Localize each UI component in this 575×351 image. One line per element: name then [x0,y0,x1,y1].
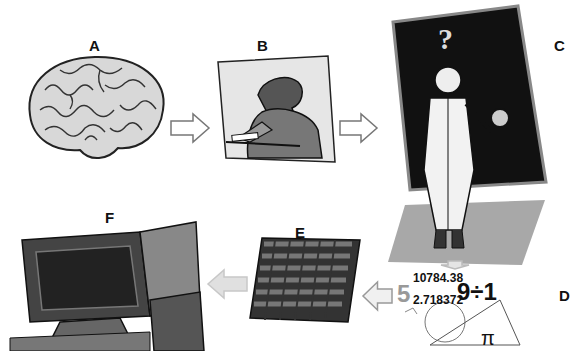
block-arrow [441,261,469,269]
illustration-node: B [212,38,337,166]
illustration-node: F [10,210,205,351]
keyboard-body [250,238,360,322]
brain-outline [29,57,163,158]
illustration-node: C [380,8,545,258]
block-arrow [340,114,377,142]
part-letter: E [295,225,305,240]
geometry-circle [425,302,465,342]
block-arrow [208,270,247,298]
computer-tower [150,292,204,351]
magnifying-glass [491,109,509,127]
professor-head [435,67,461,93]
illustration-node: E [250,225,360,322]
coat-seam [448,98,449,230]
brain-folds [40,64,156,140]
brain-fold [85,136,97,140]
brain-fold [45,125,105,136]
brain-fold [60,64,122,73]
block-arrow [171,114,209,142]
professor-coat [424,98,474,230]
paper-sheet [232,133,258,142]
block-arrow [363,282,392,310]
math-text: 2.718372 [413,294,463,306]
illustration-node: D10784.3859÷12.718372π [395,272,550,351]
key-gap [265,240,335,320]
backdrop-panel [218,56,335,162]
brain-fold [99,70,104,92]
math-text: π [481,328,495,348]
geometry-triangle [430,300,520,345]
part-letter: B [257,38,268,53]
board-symbol: ? [438,24,453,54]
professor-legs [434,230,464,248]
part-letter: C [554,38,565,53]
brain-fold [120,101,156,110]
brain-fold [45,85,93,95]
math-text: 10784.38 [413,272,463,284]
part-letter: D [559,288,570,303]
math-text: 5 [397,282,410,306]
part-letter: F [105,210,114,225]
check-mark [405,308,417,314]
desk-edge [226,142,300,146]
illustration-node: A [25,38,168,163]
keyboard-keys [254,240,352,320]
part-letter: A [89,38,100,53]
brain-fold [105,80,145,89]
brain-fold [40,105,114,116]
monitor-screen [36,246,138,310]
brain-fold [110,123,142,132]
monitor-case [22,232,150,322]
brain-fold [70,95,73,109]
desk-base [10,332,150,351]
